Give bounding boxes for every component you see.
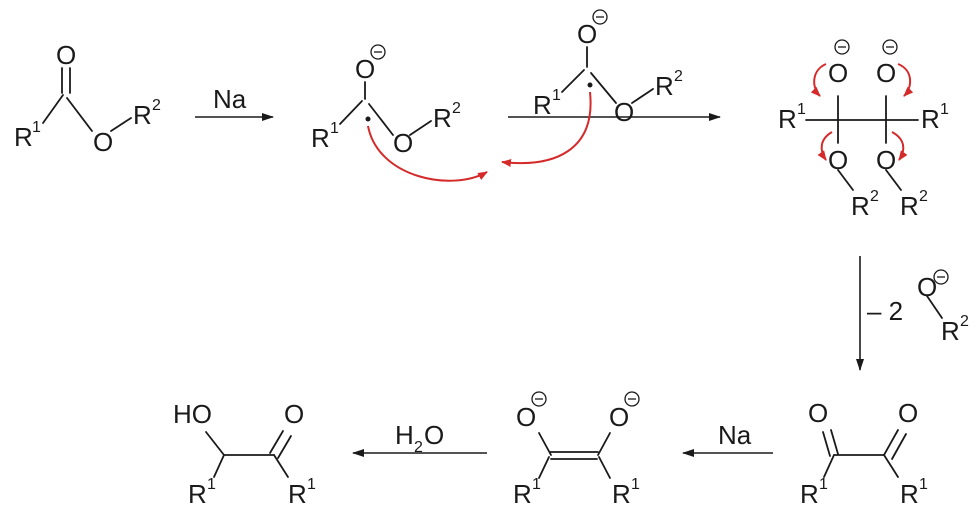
curly-arrow-icon: [817, 131, 833, 161]
acyloin-product: HO O R 1 R 1: [173, 399, 316, 509]
ester-start: O O R 1 R 2: [14, 40, 161, 157]
dimer-dianion: O O O O R 1 R 1 R 2 R 2: [778, 39, 949, 221]
atom-R: R: [655, 71, 674, 101]
atom-O: O: [393, 128, 413, 158]
enediolate: O O R 1 R 1: [513, 391, 640, 509]
atom-O: O: [808, 398, 828, 428]
superscript: 1: [307, 476, 316, 493]
superscript: 1: [532, 476, 541, 493]
atom-O: O: [516, 402, 536, 432]
negative-charge-icon: [933, 269, 949, 285]
atom-R: R: [921, 104, 940, 134]
hydroxyl-group: HO: [173, 399, 212, 429]
superscript: 1: [940, 101, 949, 118]
superscript: 1: [330, 120, 339, 137]
atom-R: R: [14, 122, 33, 152]
atom-O: O: [93, 127, 113, 157]
curly-arrow-icon: [367, 125, 488, 182]
negative-charge-icon: [624, 391, 640, 407]
superscript: 1: [819, 476, 828, 493]
atom-R: R: [900, 191, 919, 221]
diketone: O O R 1 R 1: [800, 398, 928, 509]
negative-charge-icon: [592, 9, 608, 25]
curly-arrow-icon: [897, 63, 914, 97]
atom-R: R: [851, 191, 870, 221]
atom-R: R: [288, 479, 307, 509]
radical-dot: [587, 82, 593, 88]
atom-O: O: [609, 402, 629, 432]
curly-arrow-icon: [501, 91, 592, 167]
atom-O: O: [828, 145, 848, 175]
negative-charge-icon: [834, 39, 850, 55]
atom-O: O: [614, 97, 634, 127]
atom-O: O: [898, 398, 918, 428]
atom-R: R: [188, 479, 207, 509]
atom-O: O: [828, 58, 848, 88]
reagent-label: Na: [718, 420, 752, 450]
atom-R: R: [133, 100, 152, 130]
atom-R: R: [513, 479, 532, 509]
atom-O: O: [355, 54, 375, 84]
reaction-arrow-hydrolysis: H 2 O: [352, 420, 487, 457]
atom-R: R: [612, 479, 631, 509]
atom-O: O: [424, 420, 444, 450]
reagent-label: Na: [213, 84, 247, 114]
reaction-arrow-na: Na: [195, 84, 274, 121]
atom-R: R: [941, 316, 960, 346]
atom-O: O: [917, 272, 937, 302]
superscript: 1: [919, 476, 928, 493]
atom-O: O: [284, 399, 304, 429]
atom-O: O: [876, 145, 896, 175]
negative-charge-icon: [370, 44, 386, 60]
reaction-arrow-na-reduction: Na: [682, 420, 773, 457]
atom-O: O: [56, 40, 76, 70]
atom-R: R: [311, 123, 330, 153]
atom-R: R: [778, 104, 797, 134]
superscript: 1: [631, 476, 640, 493]
superscript: 2: [674, 68, 683, 85]
atom-R: R: [533, 90, 552, 120]
atom-O: O: [577, 19, 597, 49]
radical-dot: [365, 116, 371, 122]
superscript: 1: [797, 101, 806, 118]
curly-arrow-icon: [891, 131, 908, 161]
negative-charge-icon: [531, 391, 547, 407]
superscript: 1: [32, 119, 41, 136]
atom-R: R: [900, 479, 919, 509]
atom-R: R: [433, 103, 452, 133]
atom-R: R: [800, 479, 819, 509]
subscript: 2: [414, 439, 423, 456]
reagent-label: H: [395, 420, 414, 450]
negative-charge-icon: [882, 39, 898, 55]
superscript: 2: [870, 188, 879, 205]
reagent-label: – 2: [867, 296, 903, 326]
ketyl-radical-anion-second: O O R 1 R 2: [533, 9, 683, 127]
atom-O: O: [876, 58, 896, 88]
reaction-arrow-elimination: – 2 O R 2: [856, 256, 969, 371]
superscript: 1: [207, 476, 216, 493]
superscript: 2: [152, 97, 161, 114]
superscript: 1: [552, 87, 561, 104]
superscript: 2: [960, 313, 969, 330]
superscript: 2: [919, 188, 928, 205]
curly-arrow-icon: [810, 63, 827, 97]
ketyl-radical-anion: O O R 1 R 2: [311, 44, 461, 158]
superscript: 2: [452, 100, 461, 117]
